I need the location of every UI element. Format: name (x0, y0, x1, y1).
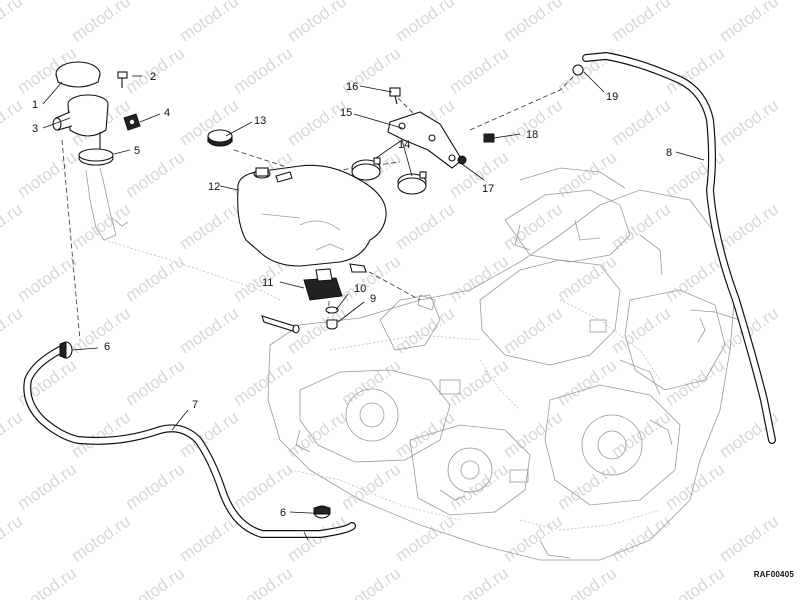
nut-17 (457, 155, 467, 165)
callout-label: 19 (606, 91, 618, 103)
hose-clamp-6a (59, 341, 73, 359)
breather-hose-8 (582, 52, 776, 444)
callout-label: 18 (526, 129, 538, 141)
expansion-tank (237, 164, 387, 273)
callout-label: 9 (370, 293, 376, 305)
bolt-18 (483, 133, 495, 143)
hose-clip-19 (572, 64, 584, 76)
callout-label: 17 (482, 183, 494, 195)
callout-leaders (42, 71, 705, 515)
coolant-hose-7 (23, 346, 356, 541)
filler-cap (55, 61, 101, 88)
callout-numbers: 1 2 3 4 5 6 6 7 8 9 10 11 12 13 14 15 16… (32, 71, 672, 519)
clip-nut (123, 113, 141, 131)
callout-label: 5 (134, 145, 140, 157)
callout-label: 1 (32, 99, 38, 111)
callout-label: 16 (346, 81, 358, 93)
callout-label: 12 (208, 181, 220, 193)
callout-label: 14 (398, 139, 410, 151)
hose-clamp-14a (351, 157, 381, 181)
rubber-mount-11 (303, 268, 343, 301)
bolt-16 (389, 87, 401, 105)
callout-label: 2 (150, 71, 156, 83)
washer-10 (325, 306, 339, 314)
filler-neck (52, 94, 109, 153)
screw-9 (326, 319, 338, 330)
callout-label: 13 (254, 115, 266, 127)
callout-label: 6 (280, 507, 286, 519)
callout-label: 4 (164, 107, 170, 119)
callout-label: 10 (354, 283, 366, 295)
engine-block-illustration (267, 167, 741, 561)
callout-label: 7 (192, 399, 198, 411)
mounting-bracket (387, 111, 463, 169)
drain-pipe (261, 315, 300, 334)
filler-hose (85, 167, 281, 301)
hose-clamp-5 (78, 148, 114, 166)
callout-label: 6 (104, 341, 110, 353)
hose-clamp-6b (313, 505, 331, 519)
callout-label: 15 (340, 107, 352, 119)
screw-2 (117, 71, 128, 88)
hose-clamp-14b (397, 171, 427, 195)
drawing-reference-code: RAF00405 (753, 570, 794, 579)
callout-label: 3 (32, 123, 38, 135)
callout-label: 8 (666, 147, 672, 159)
callout-label: 11 (262, 277, 273, 289)
grommet-13 (207, 129, 233, 147)
